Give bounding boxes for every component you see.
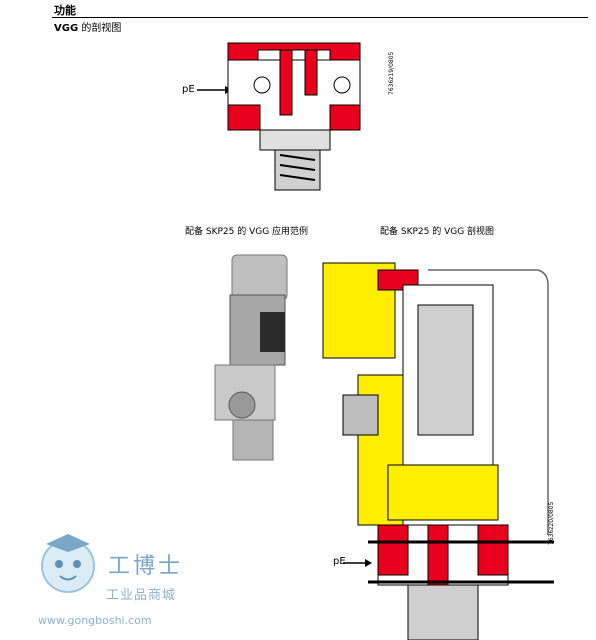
figure3-pressure-label: pE: [333, 556, 346, 567]
watermark-subtitle: 工业品商城: [106, 588, 177, 603]
vgg-skp25-cutaway-figure: [322, 262, 554, 640]
header-rule: [52, 17, 588, 18]
vgg-product-photo: [214, 254, 288, 461]
watermark-title: 工博士: [108, 554, 184, 579]
mascot-icon: [41, 534, 95, 593]
figure1-pressure-label: pE: [182, 84, 195, 95]
subsection-prefix: VGG: [54, 23, 79, 34]
figure1-code: 7636z19/0805: [388, 51, 395, 95]
vgg-section-figure: [197, 42, 361, 191]
subsection-suffix: 的剖视图: [78, 23, 122, 34]
section-heading: 功能: [54, 4, 76, 17]
watermark-url: www.gongboshi.com: [38, 614, 152, 627]
figure3-caption: 配备 SKP25 的 VGG 剖视图: [380, 227, 495, 237]
figure2-caption: 配备 SKP25 的 VGG 应用范例: [185, 227, 309, 237]
subsection-heading: VGG 的剖视图: [54, 19, 121, 34]
watermark: 工博士 工业品商城 www.gongboshi.com: [32, 530, 202, 635]
figure3-code: 7636z20/0805: [548, 501, 555, 545]
